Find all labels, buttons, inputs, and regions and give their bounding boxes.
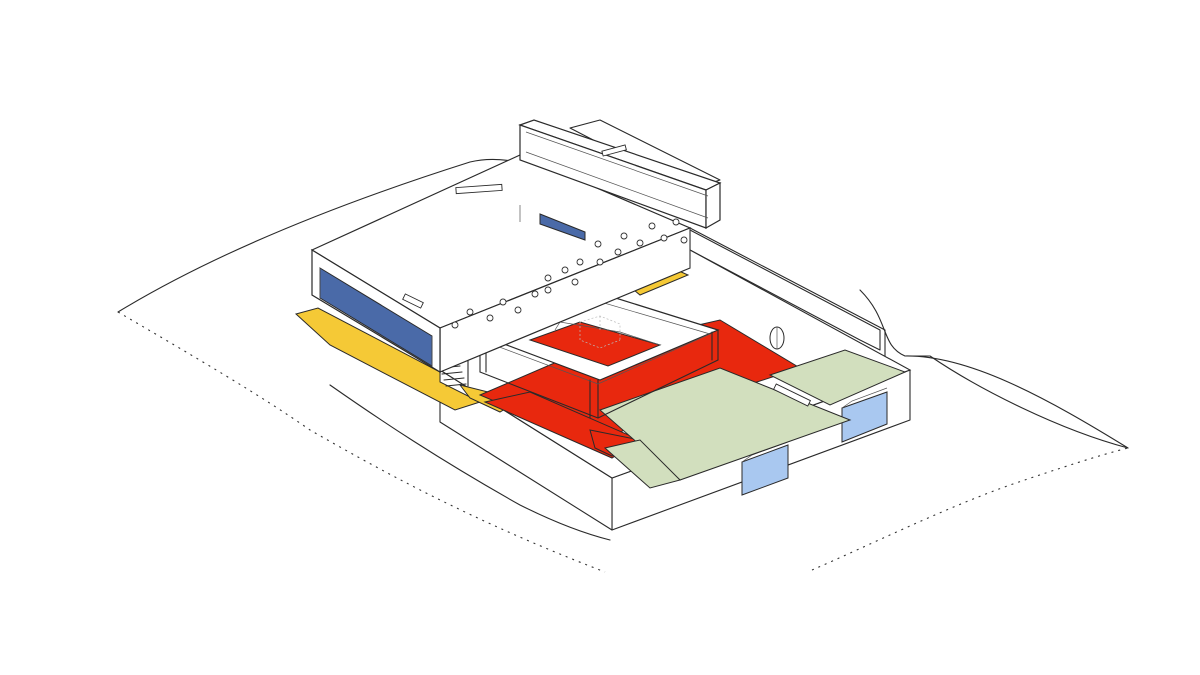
window-slot bbox=[402, 293, 424, 309]
perforation bbox=[660, 234, 668, 242]
perforation bbox=[544, 286, 552, 294]
round-window bbox=[769, 326, 785, 350]
perforation bbox=[514, 306, 522, 314]
perforation bbox=[594, 240, 602, 248]
perforation bbox=[544, 274, 552, 282]
terrace-green-front bbox=[603, 439, 681, 489]
perforation bbox=[648, 222, 656, 230]
terrain-slope bbox=[329, 384, 611, 541]
terrain-outline-left bbox=[117, 311, 606, 573]
perforation bbox=[486, 314, 494, 322]
back-wall-edge bbox=[689, 227, 886, 361]
perforation bbox=[531, 290, 539, 298]
roof-beam-end bbox=[705, 182, 721, 230]
frame-ghost-box bbox=[579, 315, 621, 349]
opening-reveal-right bbox=[841, 387, 888, 409]
roof-beam bbox=[518, 119, 722, 230]
opening-light-blue-left bbox=[741, 444, 789, 496]
opening-light-blue-right bbox=[841, 391, 888, 443]
perforation bbox=[499, 298, 507, 306]
floor-yellow-left bbox=[294, 307, 482, 411]
perforation bbox=[672, 218, 680, 226]
terrain-outline-right-lower bbox=[904, 355, 1129, 449]
skylight-slot bbox=[773, 383, 811, 407]
perforation bbox=[576, 258, 584, 266]
perforation bbox=[466, 308, 474, 316]
roof-hatch bbox=[455, 183, 503, 195]
perforation bbox=[614, 248, 622, 256]
window-dark-blue-back bbox=[539, 213, 586, 241]
terrain-outline-front bbox=[811, 447, 1129, 571]
roof-beam-flange bbox=[525, 131, 709, 219]
floor-red-side bbox=[589, 429, 642, 457]
facade-perforations bbox=[451, 218, 688, 329]
frame-courtyard-edge bbox=[554, 321, 661, 346]
upper-volume bbox=[310, 154, 692, 374]
terrain-outline-right bbox=[859, 289, 1129, 449]
green-terrace bbox=[599, 349, 907, 489]
perforation bbox=[636, 239, 644, 247]
perforation bbox=[620, 232, 628, 240]
upper-volume-inner-edges bbox=[319, 205, 691, 366]
roof-beam-slot bbox=[601, 144, 627, 157]
perforation bbox=[680, 236, 688, 244]
perforation bbox=[451, 321, 459, 329]
perforation bbox=[561, 266, 569, 274]
perforation bbox=[571, 278, 579, 286]
perforation bbox=[596, 258, 604, 266]
frame-lower-beam bbox=[479, 359, 719, 419]
terrace-green-right bbox=[768, 349, 907, 406]
